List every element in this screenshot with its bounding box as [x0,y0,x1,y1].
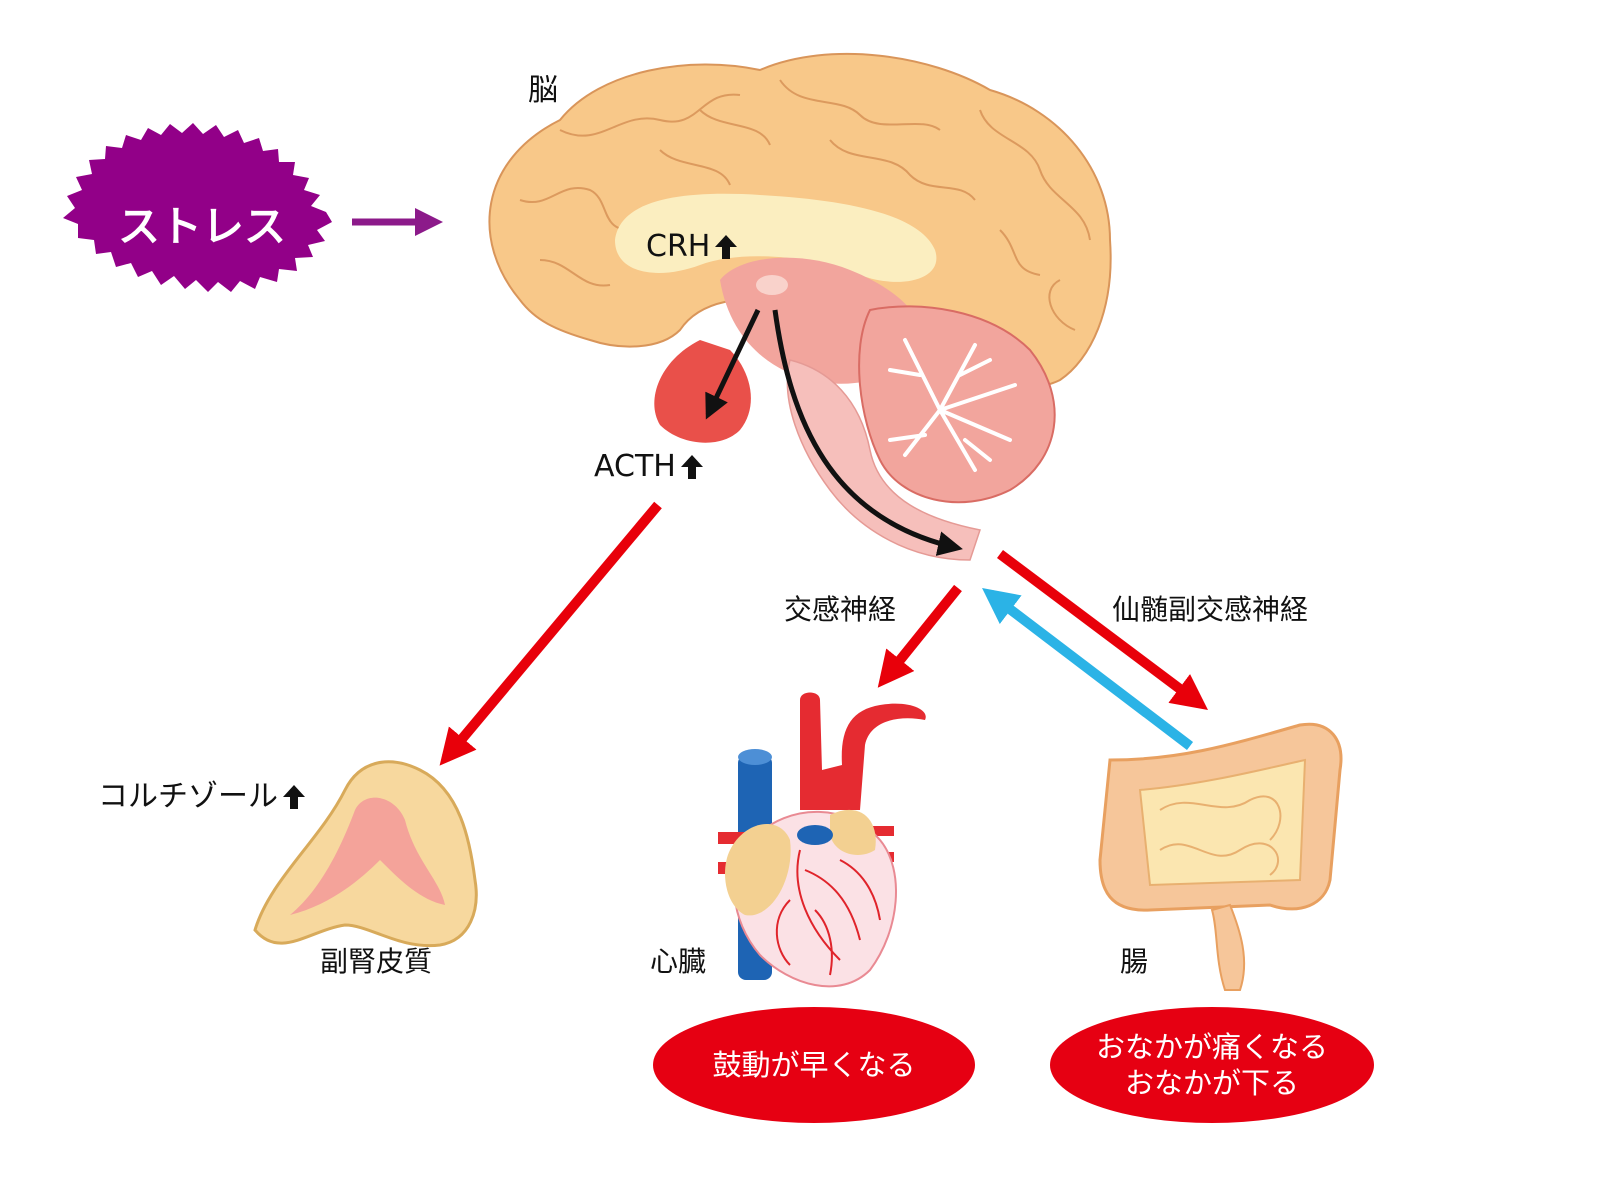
intestine-effect-text: おなかが痛くなる おなかが下る [1050,1007,1374,1123]
crh-label: CRH [646,232,738,262]
rectum [1210,903,1246,991]
adrenal-gland [253,760,478,948]
corpus-callosum [615,193,937,282]
intestine-effect-bubble [1050,1007,1374,1123]
heart-label: 心臓 [650,945,707,978]
sympathetic-nerve-label: 交感神経 [784,593,897,626]
stress-burst [63,123,332,292]
up-arrow-icon [680,455,703,479]
crh-text: CRH [646,229,711,264]
acth-label: ACTH [594,452,704,482]
stress-label: ストレス [117,201,286,251]
parasympathetic-to-intestine-arrow [997,550,1209,711]
hypothalamus-to-pituitary-arrow [705,308,761,420]
cortisol-label: コルチゾール [98,782,306,812]
brain-label: 脳 [528,73,558,108]
heart-effect-line: 鼓動が早くなる [712,1047,916,1082]
intestine-effect-line-1: おなかが痛くなる [1095,1029,1328,1064]
heart-illustration [718,692,926,988]
heart-effect-bubble [653,1007,975,1123]
intestine-feedback-arrow [982,587,1194,750]
up-arrow-icon [715,235,738,259]
adrenal-cortex-label: 副腎皮質 [320,945,433,978]
intestine-label: 腸 [1120,945,1149,978]
cortisol-text: コルチゾール [98,779,278,814]
brainstem [786,359,981,561]
intestine-illustration [1098,722,1343,991]
heart-effect-text: 鼓動が早くなる [653,1007,975,1123]
intestine-effect-line-2: おなかが下る [1124,1066,1299,1100]
up-arrow-icon [283,785,305,809]
parasympathetic-nerve-label: 仙髄副交感神経 [1112,593,1309,626]
arbor-vitae [888,338,1017,472]
hypothalamus [756,275,788,295]
acth-text: ACTH [594,449,676,484]
sympathetic-to-heart-arrow [877,584,962,688]
hypothalamus-to-spinal-arrow [772,309,963,556]
acth-to-adrenal-arrow [439,501,662,766]
brain-illustration [488,52,1112,561]
